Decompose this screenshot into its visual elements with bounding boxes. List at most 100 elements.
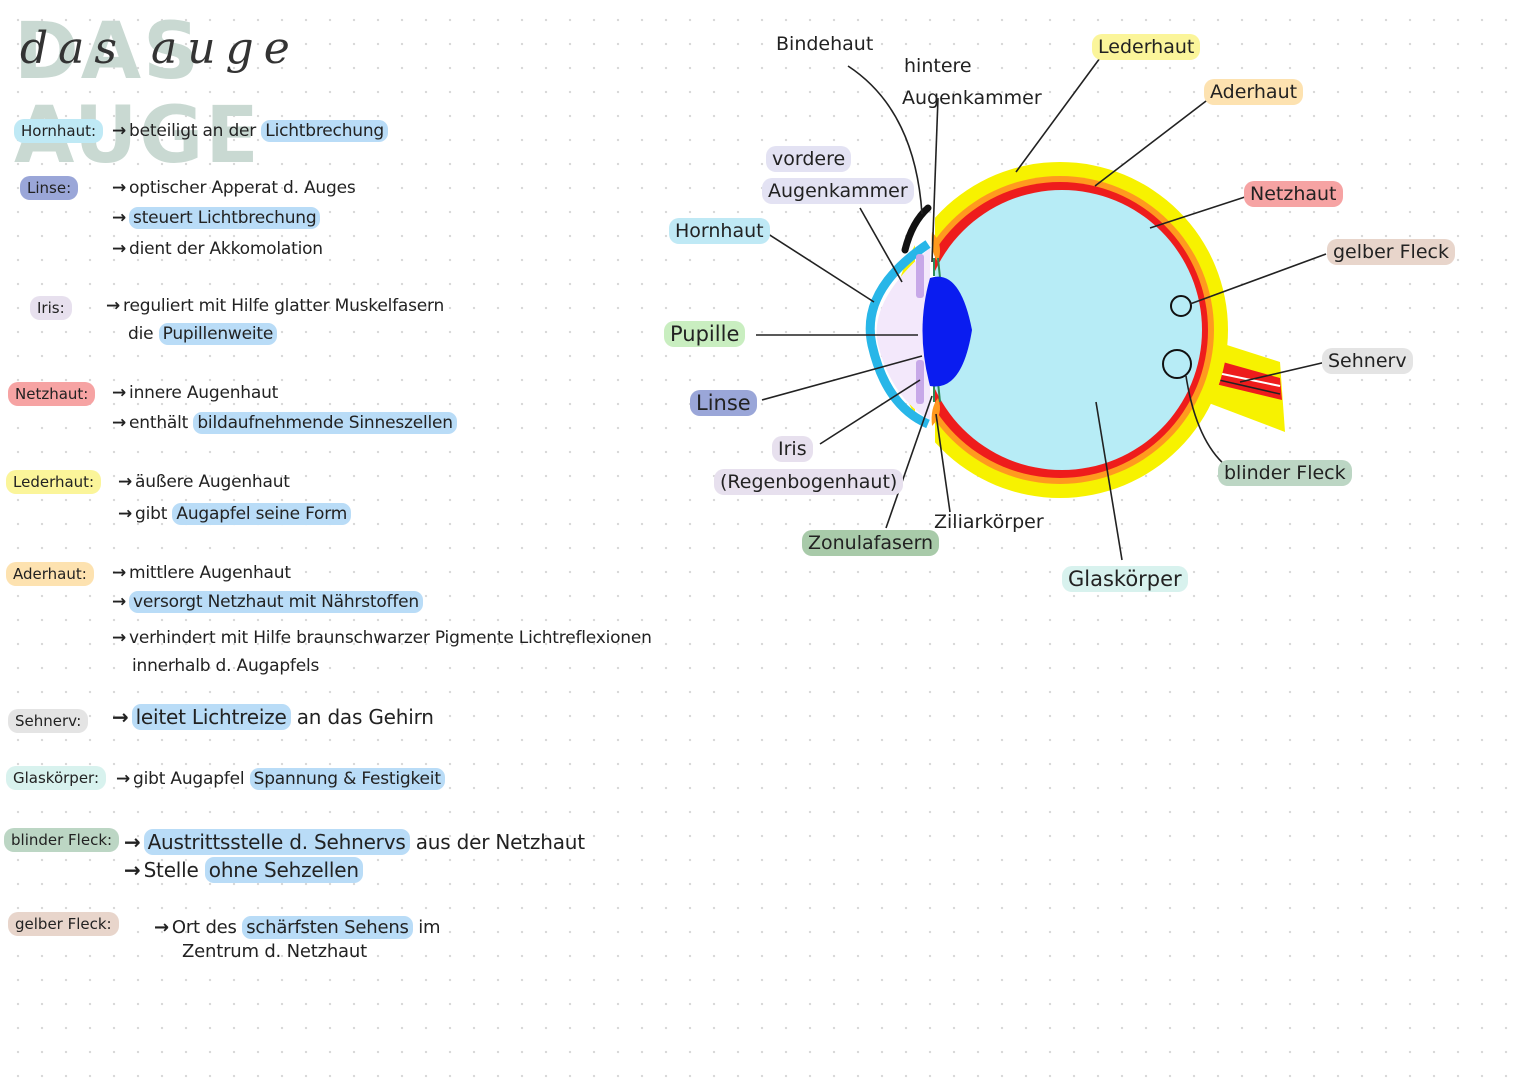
- highlighted-text: ohne Sehzellen: [204, 857, 363, 883]
- label-linse: Linse: [690, 390, 757, 416]
- arrow-icon: →: [112, 592, 127, 612]
- arrow-icon: →: [112, 628, 127, 648]
- highlighted-text: Spannung & Festigkeit: [249, 768, 445, 790]
- page-title: DAS AUGE das auge: [14, 10, 374, 178]
- lens: [922, 276, 972, 387]
- note-line: →verhindert mit Hilfe braunschwarzer Pig…: [112, 626, 652, 650]
- term-gelber-fleck: gelber Fleck:: [8, 912, 119, 936]
- arrow-icon: →: [112, 383, 127, 403]
- arrow-icon: →: [118, 472, 133, 492]
- note-text: im: [412, 917, 441, 938]
- note-text: an das Gehirn: [290, 705, 434, 729]
- highlighted-text: Augapfel seine Form: [172, 503, 352, 525]
- highlighted-text: steuert Lichtbrechung: [129, 207, 321, 229]
- title-script: das auge: [20, 23, 300, 74]
- pointer-ziliarkoerper: [935, 413, 951, 513]
- label-hornhaut: Hornhaut: [669, 218, 770, 244]
- note-text: enthält: [129, 413, 194, 433]
- term-hornhaut: Hornhaut:: [14, 119, 104, 143]
- arrow-icon: →: [112, 121, 127, 141]
- note-line: →Stelle ohne Sehzellen: [124, 857, 363, 883]
- note-text: die: [128, 324, 159, 344]
- note-text: äußere Augenhaut: [135, 472, 290, 492]
- label-hintere-2: Augenkammer: [902, 87, 1042, 109]
- note-line: →äußere Augenhaut: [118, 470, 290, 494]
- note-line: →Austrittsstelle d. Sehnervs aus der Net…: [124, 829, 585, 855]
- note-line: →leitet Lichtreize an das Gehirn: [112, 704, 434, 730]
- note-text: mittlere Augenhaut: [129, 563, 291, 583]
- label-glaskoerper: Glaskörper: [1062, 566, 1188, 592]
- pointer-bindehaut: [847, 65, 923, 215]
- highlighted-text: bildaufnehmende Sinneszellen: [193, 412, 457, 434]
- highlighted-text: schärfsten Sehens: [242, 916, 413, 939]
- pointer-lines: [756, 57, 1327, 561]
- term-linse: Linse:: [20, 176, 79, 200]
- highlighted-text: Pupillenweite: [158, 323, 278, 345]
- pointer-gelber-fleck: [1189, 253, 1327, 305]
- term-iris: Iris:: [30, 296, 72, 320]
- note-text: Stelle: [143, 858, 205, 882]
- term-sehnerv: Sehnerv:: [8, 709, 89, 733]
- term-lederhaut: Lederhaut:: [6, 470, 102, 494]
- note-text: Ort des: [171, 917, 243, 938]
- note-text: dient der Akkomolation: [129, 239, 323, 259]
- ciliary-body: [931, 398, 940, 426]
- label-lederhaut: Lederhaut: [1092, 34, 1201, 60]
- note-line: →gibt Augapfel Spannung & Festigkeit: [116, 767, 445, 791]
- label-bindehaut: Bindehaut: [770, 31, 880, 57]
- note-line: →optischer Apperat d. Auges: [112, 176, 356, 200]
- pointer-blinder-fleck: [1185, 375, 1227, 467]
- arrow-icon: →: [118, 504, 133, 524]
- note-text: innerhalb d. Augapfels: [132, 656, 320, 676]
- arrow-icon: →: [116, 769, 131, 789]
- arrow-icon: →: [112, 563, 127, 583]
- conjunctiva: [901, 204, 932, 254]
- label-ziliarkoerper: Ziliarkörper: [934, 511, 1044, 533]
- ciliary-body: [931, 232, 940, 262]
- note-line: innerhalb d. Augapfels: [132, 654, 319, 678]
- arrow-icon: →: [106, 296, 121, 316]
- pointer-lederhaut: [1015, 57, 1101, 173]
- note-text: gibt Augapfel: [133, 769, 250, 789]
- pointer-aderhaut: [1094, 97, 1211, 187]
- note-line: →gibt Augapfel seine Form: [118, 502, 352, 526]
- highlighted-text: Austrittsstelle d. Sehnervs: [143, 829, 410, 855]
- arrow-icon: →: [124, 858, 141, 882]
- pointer-glaskoerper: [1095, 401, 1123, 561]
- arrow-icon: →: [112, 705, 129, 729]
- note-text: optischer Apperat d. Auges: [129, 178, 356, 198]
- arrow-icon: →: [124, 830, 141, 854]
- arrow-icon: →: [112, 413, 127, 433]
- blind-spot-marker: [1162, 349, 1192, 379]
- note-line: →beteiligt an der Lichtbrechung: [112, 119, 389, 143]
- vitreous-body: [922, 190, 1202, 470]
- term-netzhaut: Netzhaut:: [8, 382, 96, 406]
- note-text: innere Augenhaut: [129, 383, 279, 403]
- label-blinder-fleck: blinder Fleck: [1218, 460, 1352, 486]
- label-zonulafasern: Zonulafasern: [802, 530, 940, 556]
- label-vordere-2: Augenkammer: [762, 178, 914, 204]
- note-line: →mittlere Augenhaut: [112, 561, 291, 585]
- note-text: beteiligt an der: [129, 121, 262, 141]
- term-glaskoerper: Glaskörper:: [6, 766, 107, 790]
- label-pupille: Pupille: [664, 321, 746, 347]
- term-aderhaut: Aderhaut:: [6, 562, 94, 586]
- pointer-linse: [761, 355, 923, 401]
- note-text: reguliert mit Hilfe glatter Muskelfasern: [123, 296, 445, 316]
- pointer-zonulafasern: [885, 395, 933, 529]
- term-blinder-fleck: blinder Fleck:: [4, 828, 120, 852]
- pointer-hintere-augenkammer: [931, 97, 939, 263]
- note-line: →enthält bildaufnehmende Sinneszellen: [112, 411, 457, 435]
- label-aderhaut: Aderhaut: [1204, 79, 1304, 105]
- note-line: →versorgt Netzhaut mit Nährstoffen: [112, 590, 423, 614]
- note-text: gibt: [135, 504, 173, 524]
- arrow-icon: →: [112, 178, 127, 198]
- label-vordere-1: vordere: [766, 146, 852, 172]
- highlighted-text: leitet Lichtreize: [131, 704, 291, 730]
- label-iris-1: Iris: [772, 436, 813, 462]
- yellow-spot-marker: [1170, 295, 1192, 317]
- label-sehnerv: Sehnerv: [1322, 348, 1413, 374]
- label-gelber-fleck: gelber Fleck: [1327, 239, 1455, 265]
- label-netzhaut: Netzhaut: [1244, 181, 1343, 207]
